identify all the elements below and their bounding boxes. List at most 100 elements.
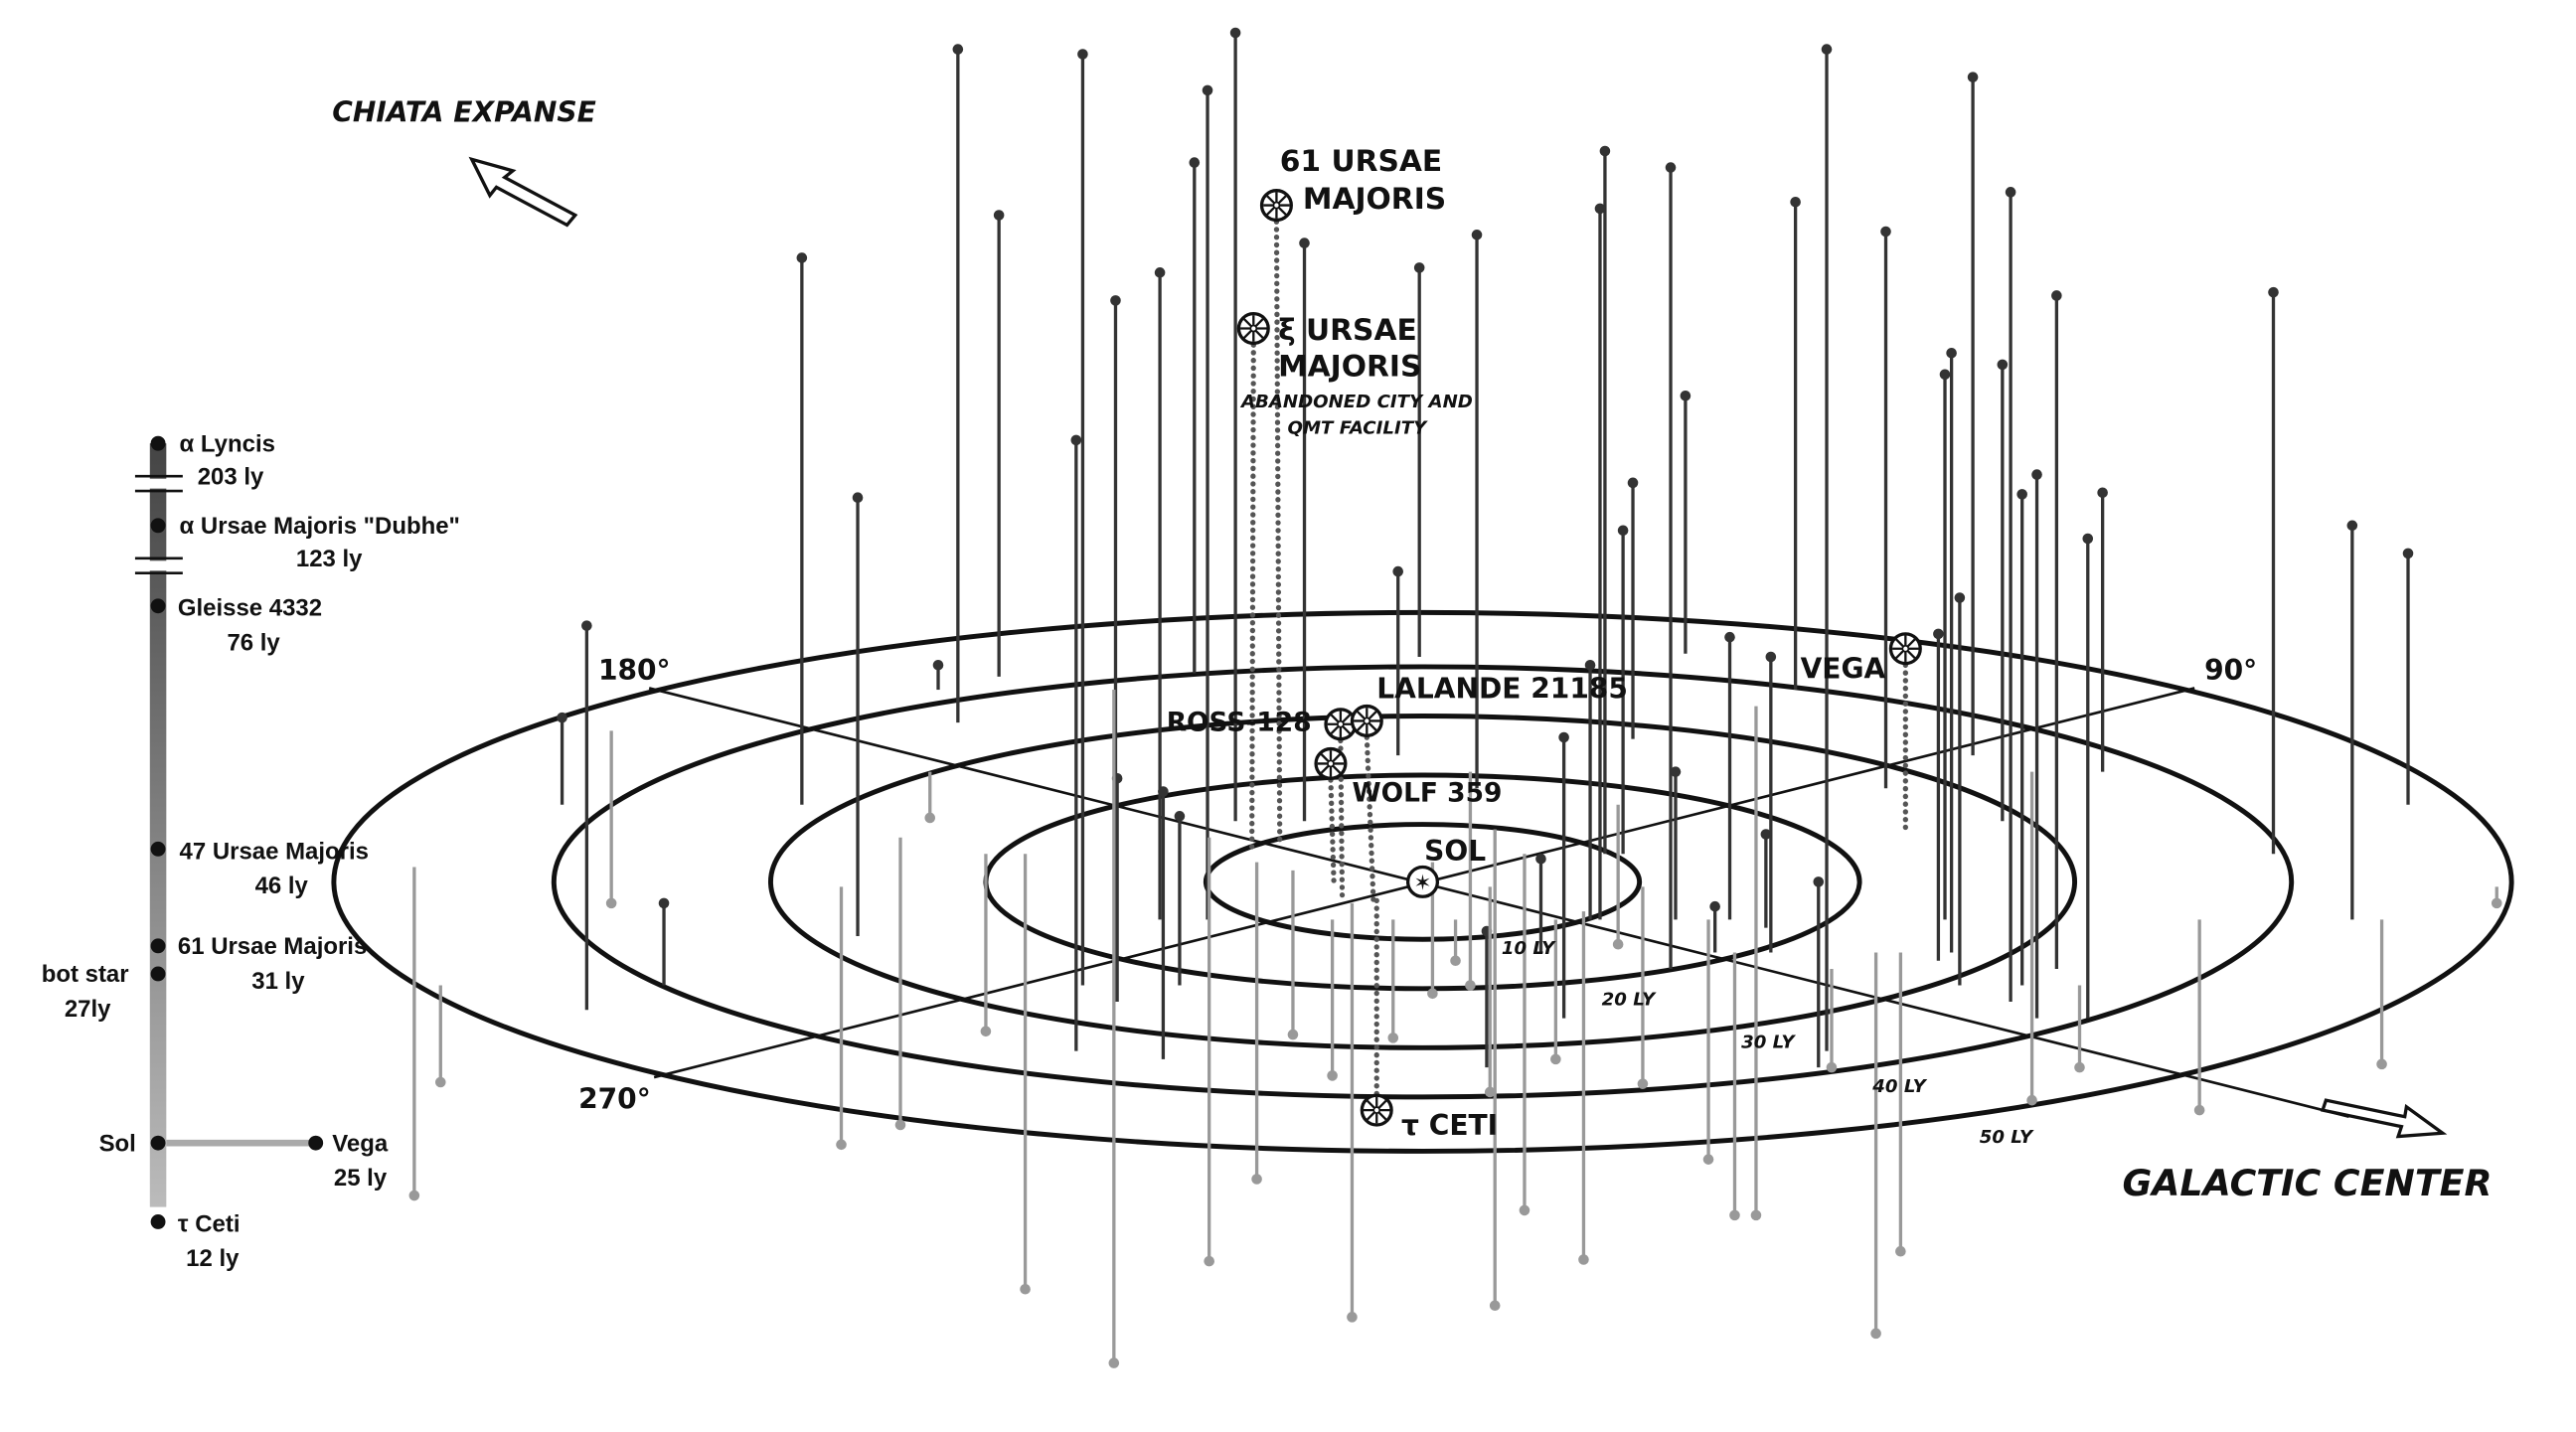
- star-icon-tau-ceti[interactable]: [1360, 1093, 1393, 1127]
- label-xi-ursae-l2: MAJORIS: [1278, 349, 1421, 384]
- star-pin: [1680, 390, 1691, 654]
- label-tau-ceti: τ CETI: [1401, 1109, 1498, 1142]
- star-dot-icon: [2193, 1104, 2205, 1116]
- star-pin: [1594, 203, 1606, 920]
- legend-bot-star-dist: 27ly: [65, 996, 111, 1023]
- star-dot-icon: [658, 897, 670, 909]
- star-pin: [1967, 72, 1979, 756]
- ring-label-40ly: 40 LY: [1871, 1076, 1927, 1097]
- star-pin: [1760, 829, 1772, 928]
- star-dot-icon: [1154, 267, 1166, 278]
- label-61-ursae-l1: 61 URSAE: [1280, 144, 1443, 179]
- star-dot-icon: [1584, 659, 1596, 671]
- ring-label-20ly: 20 LY: [1602, 989, 1657, 1010]
- legend-dist: 76 ly: [227, 629, 280, 656]
- star-pin: [1392, 565, 1404, 756]
- star-dot-icon: [1392, 565, 1404, 577]
- star-pin: [2491, 886, 2502, 909]
- star-pin: [1535, 853, 1546, 953]
- label-ross-128: ROSS-128: [1167, 707, 1312, 737]
- star-pin: [796, 252, 808, 805]
- star-dot-icon: [1665, 162, 1677, 173]
- star-dot-icon: [1702, 1154, 1714, 1165]
- distance-legend: α Lyncis 203 ly α Ursae Majoris "Dubhe" …: [42, 430, 460, 1272]
- star-pin: [952, 44, 964, 723]
- galactic-center-arrow-icon: [2320, 1098, 2448, 1139]
- label-xi-note-l1: ABANDONED CITY AND: [1239, 392, 1473, 412]
- star-pin: [1108, 690, 1120, 1368]
- star-dot-icon: [1765, 651, 1777, 663]
- legend-vega-dist: 25 ly: [334, 1165, 388, 1192]
- star-pin: [2402, 548, 2414, 805]
- star-dot-icon: [1484, 1086, 1496, 1098]
- star-dot-icon: [1558, 731, 1569, 743]
- star-pin: [1826, 968, 1838, 1073]
- star-dot-icon: [1826, 1061, 1838, 1073]
- star-pin: [658, 897, 670, 986]
- star-dot-icon: [1612, 938, 1624, 950]
- star-pin: [1387, 919, 1399, 1043]
- star-icon-xi-ursae-majoris[interactable]: [1236, 311, 1270, 346]
- star-pin: [2005, 187, 2016, 1003]
- star-dot-icon: [1578, 1254, 1589, 1265]
- legend-dist: 123 ly: [296, 546, 363, 572]
- label-xi-ursae-l1: ξ URSAE: [1278, 313, 1417, 348]
- star-pin: [1665, 162, 1677, 969]
- star-pin: [1821, 44, 1833, 1051]
- star-pin: [1895, 952, 1906, 1257]
- star-pin: [1709, 900, 1720, 953]
- star-pin: [1327, 919, 1338, 1081]
- label-xi-note-l2: QMT FACILITY: [1288, 417, 1429, 438]
- star-pin: [2193, 919, 2205, 1116]
- star-dot-icon: [836, 1139, 847, 1151]
- angle-180: 180°: [598, 654, 671, 687]
- star-pin: [1450, 919, 1461, 967]
- star-icon-61-ursae-majoris[interactable]: [1259, 189, 1293, 223]
- star-pin: [2074, 985, 2085, 1073]
- star-pin: [2026, 771, 2037, 1106]
- legend-bot-star: bot star: [42, 961, 129, 988]
- star-pin: [1550, 919, 1561, 1065]
- chiata-expanse-label: CHIATA EXPANSE: [332, 95, 596, 128]
- galactic-center-label: GALACTIC CENTER: [2122, 1162, 2492, 1204]
- star-dot-icon: [1251, 1174, 1262, 1185]
- sol-icon[interactable]: ✶: [1405, 865, 1440, 898]
- ring-label-10ly: 10 LY: [1502, 938, 1556, 959]
- legend-dist: 203 ly: [198, 463, 264, 490]
- star-dot-icon: [2051, 290, 2062, 301]
- angle-270: 270°: [578, 1082, 651, 1115]
- ring-50ly: [331, 609, 2514, 1154]
- star-pin: [1933, 628, 1944, 961]
- star-pin: [1489, 829, 1501, 1312]
- star-dot-icon: [1174, 811, 1186, 822]
- star-pin: [932, 659, 944, 691]
- star-dot-icon: [1813, 876, 1825, 887]
- star-pin: [435, 985, 446, 1088]
- star-pin: [836, 886, 847, 1151]
- star-dot-icon: [1637, 1078, 1649, 1089]
- star-dot-icon: [2491, 897, 2502, 909]
- star-pin: [1471, 230, 1483, 789]
- star-pin: [1790, 196, 1801, 691]
- star-dot-icon: [1750, 1209, 1762, 1221]
- star-pin: [993, 210, 1005, 677]
- star-dot-icon: [2402, 548, 2414, 559]
- star-pin: [1813, 876, 1825, 1068]
- star-pin: [2268, 286, 2279, 855]
- star-pin: [1189, 157, 1201, 674]
- star-dot-icon: [1108, 1357, 1120, 1368]
- star-dot-icon: [1790, 196, 1801, 208]
- star-pin: [1202, 84, 1213, 920]
- star-dot-icon: [1594, 203, 1606, 215]
- star-dot-icon: [1450, 955, 1461, 967]
- legend-name: α Ursae Majoris "Dubhe": [180, 513, 460, 540]
- svg-text:✶: ✶: [1414, 872, 1432, 896]
- star-dot-icon: [1680, 390, 1691, 401]
- star-icon-vega[interactable]: [1888, 632, 1922, 666]
- star-icon-lalande-21185[interactable]: [1350, 704, 1383, 737]
- star-pin: [408, 867, 420, 1201]
- star-dot-icon: [924, 812, 936, 824]
- star-icon-wolf-359[interactable]: [1314, 746, 1348, 780]
- angle-90: 90°: [2204, 654, 2257, 687]
